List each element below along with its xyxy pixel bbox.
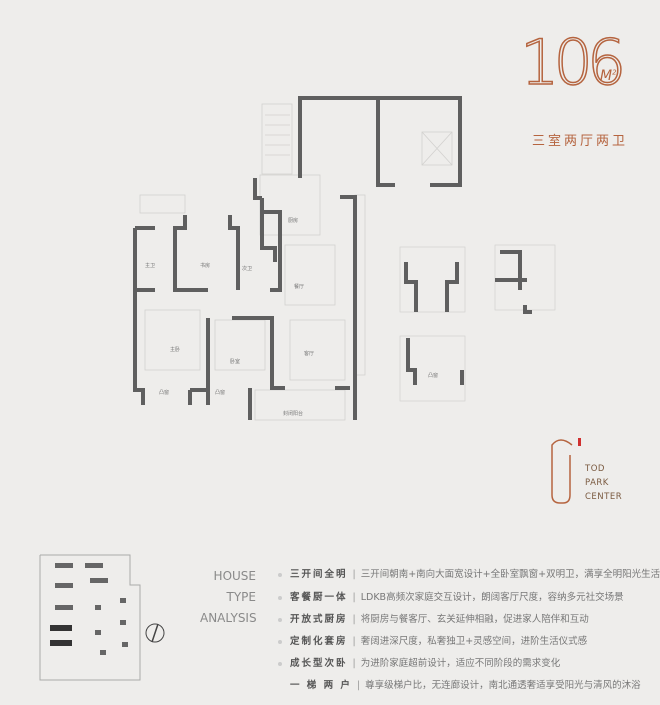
room-second-bath: 次卫 (242, 266, 253, 272)
item-desc: 为进阶家庭超前设计，适应不同阶段的需求变化 (360, 658, 561, 669)
detail-walls (404, 250, 532, 385)
room-bay-window: 凸窗 (215, 390, 226, 396)
brand-line: CENTER (585, 492, 623, 502)
room-master-bedroom: 主卧 (170, 347, 181, 353)
layout-type: 三室两厅两卫 (532, 134, 629, 149)
item-title: 定制化套房 (290, 636, 348, 647)
analysis-item: 一 梯 两 户|尊享级梯户比，无连廊设计，南北通透奢适享受阳光与清风的沐浴 (290, 680, 641, 691)
room-study: 书房 (200, 263, 211, 269)
analysis-item: 三开间全明|三开间朝南+南向大面宽设计+全卧室飘窗+双明卫，满享全明阳光生活 (290, 569, 660, 580)
unit-superscript: 2 (612, 68, 617, 77)
item-title: 一 梯 两 户 (290, 680, 352, 691)
analysis-item: 客餐厨一体|LDKB高频次家庭交互设计，朗阔客厅尺度，容纳多元社交场景 (290, 592, 624, 603)
item-title: 客餐厨一体 (290, 592, 348, 603)
analysis-heading: HOUSE TYPE ANALYSIS (200, 566, 257, 629)
heading-line: HOUSE (213, 569, 256, 583)
room-master-bath: 主卫 (145, 263, 156, 269)
bullet-icon (278, 596, 282, 600)
walls (133, 96, 462, 420)
brand-line: TOD (585, 464, 605, 474)
item-desc: 将厨房与餐客厅、玄关延伸相融，促进家人陪伴和互动 (360, 614, 589, 625)
detail-outlines (399, 244, 556, 402)
furniture-lines (139, 103, 453, 421)
bullet-icon (278, 640, 282, 644)
item-desc: 奢阔进深尺度，私奢独卫+灵感空间，进阶生活仪式感 (360, 636, 588, 647)
item-title: 三开间全明 (290, 569, 348, 580)
brand-logo (551, 438, 581, 504)
item-desc: 尊享级梯户比，无连廊设计，南北通透奢适享受阳光与清风的沐浴 (365, 680, 641, 691)
room-dining: 餐厅 (294, 284, 305, 290)
brand-line: PARK (585, 478, 609, 488)
item-desc: LDKB高频次家庭交互设计，朗阔客厅尺度，容纳多元社交场景 (360, 592, 624, 603)
analysis-item: 定制化套房|奢阔进深尺度，私奢独卫+灵感空间，进阶生活仪式感 (290, 636, 588, 647)
room-bedroom: 卧室 (230, 359, 241, 365)
brand-name: TOD PARK CENTER (585, 462, 622, 504)
bullet-icon (278, 662, 282, 666)
item-title: 开放式厨房 (290, 614, 348, 625)
compass-icon (145, 623, 165, 643)
site-map (39, 554, 165, 681)
room-living: 客厅 (304, 351, 315, 357)
area-number: 106 (519, 26, 627, 99)
bullet-icon (278, 573, 282, 577)
analysis-item: 开放式厨房|将厨房与餐客厅、玄关延伸相融，促进家人陪伴和互动 (290, 614, 589, 625)
unit-letter: M (600, 68, 613, 84)
heading-line: TYPE (226, 590, 256, 604)
item-title: 成长型次卧 (290, 658, 348, 669)
room-kitchen: 厨房 (288, 218, 299, 224)
area-unit: M2 (600, 68, 617, 84)
room-bay-window: 凸窗 (159, 390, 170, 396)
analysis-item: 成长型次卧|为进阶家庭超前设计，适应不同阶段的需求变化 (290, 658, 561, 669)
detail-bay-label: 凸窗 (428, 373, 439, 379)
item-desc: 三开间朝南+南向大面宽设计+全卧室飘窗+双明卫，满享全明阳光生活 (360, 569, 660, 580)
heading-line: ANALYSIS (200, 611, 257, 625)
room-balcony: 封闭阳台 (283, 411, 304, 417)
bullet-icon (278, 618, 282, 622)
